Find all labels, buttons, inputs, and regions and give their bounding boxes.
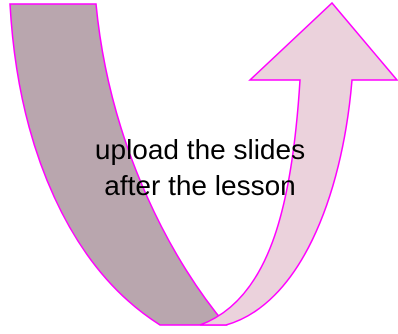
- u-arrow-back-band: [9, 3, 228, 326]
- diagram-caption: upload the slides after the lesson: [40, 132, 360, 204]
- caption-line-2: after the lesson: [104, 170, 296, 201]
- u-arrow-head-shaft: [199, 1, 398, 326]
- caption-line-1: upload the slides: [94, 134, 306, 165]
